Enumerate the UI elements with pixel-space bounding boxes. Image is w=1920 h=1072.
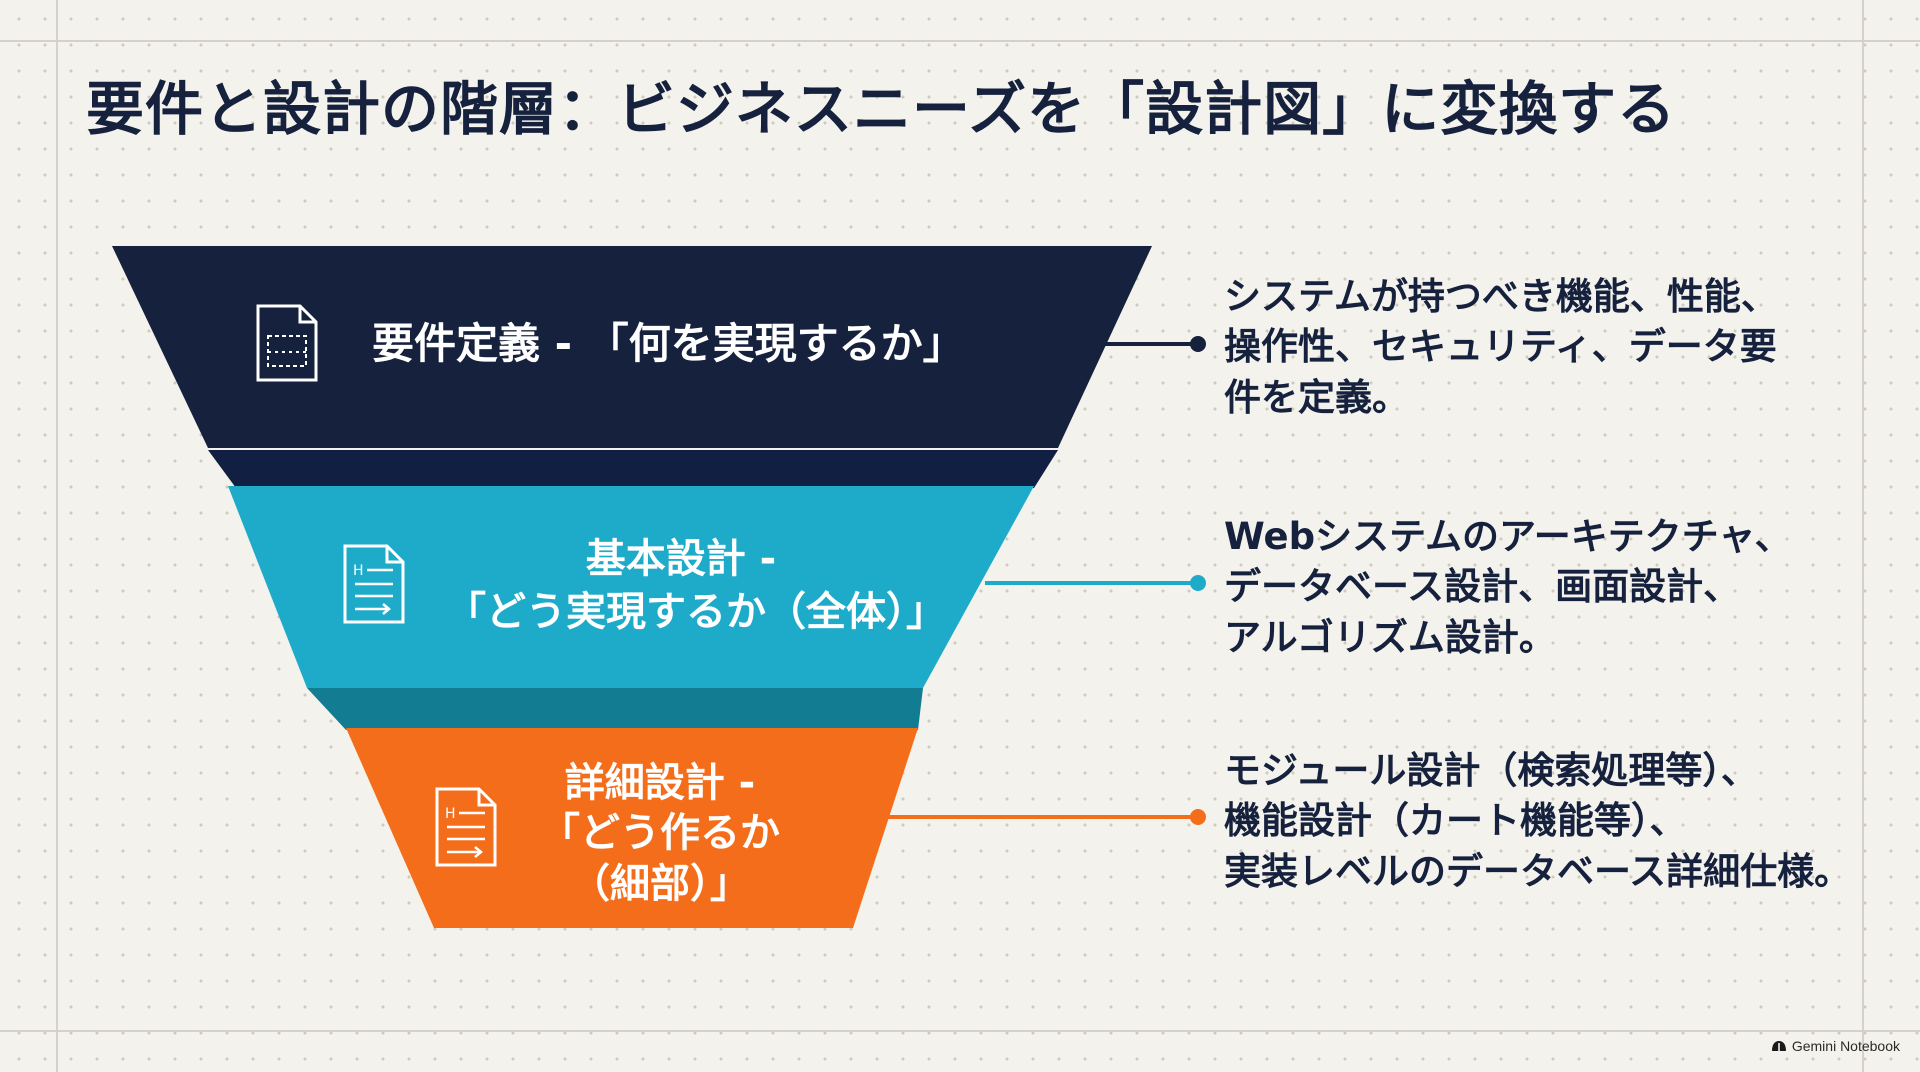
tier-1-description-line: 件を定義。 <box>1224 375 1409 419</box>
connector-dot-1 <box>1190 336 1206 352</box>
frame-line-top <box>0 40 1920 42</box>
tier-2-description-line: Webシステムのアーキテクチャ、 <box>1224 515 1792 558</box>
tier-3-label-line: 「どう作るか <box>540 810 780 857</box>
frame-line-left <box>56 0 58 1072</box>
frame-line-bottom <box>0 1030 1920 1032</box>
tier-1-description: システムが持つべき機能、性能、 操作性、セキュリティ、データ要 件を定義。 <box>1224 272 1778 423</box>
tier-3-description-line: モジュール設計（検索処理等）、 <box>1224 749 1758 792</box>
connector-dot-2 <box>1190 575 1206 591</box>
tier-3-description-line: 機能設計（カート機能等）、 <box>1224 799 1687 843</box>
tier-2-label-line: 基本設計 - <box>585 536 777 582</box>
tier-2-description-line: アルゴリズム設計。 <box>1224 615 1556 659</box>
spec-document-icon: H <box>343 544 405 624</box>
brand-name: Gemini Notebook <box>1791 1038 1900 1054</box>
page-title: 要件と設計の階層：ビジネスニーズを「設計図」に変換する <box>86 75 1677 143</box>
tier-2-label: 基本設計 - 「どう実現するか（全体）」 <box>446 533 946 639</box>
svg-text:H: H <box>353 563 364 579</box>
tier-1-label-line: 要件定義 - 「何を実現するか」 <box>372 319 965 368</box>
tier-2-description-line: データベース設計、画面設計、 <box>1224 565 1741 609</box>
tier-1-description-line: システムが持つべき機能、性能、 <box>1224 275 1778 318</box>
brand-badge: Gemini Notebook <box>1771 1038 1900 1054</box>
tier-3-label: 詳細設計 - 「どう作るか （細部）」 <box>520 758 800 909</box>
spec-document-icon: H <box>435 787 497 867</box>
notebook-logo-icon <box>1771 1041 1786 1051</box>
funnel-tier-2 <box>228 486 1034 688</box>
funnel-tier-3 <box>346 728 918 928</box>
funnel-shadow-band-2 <box>307 688 923 730</box>
tier-3-description: モジュール設計（検索処理等）、 機能設計（カート機能等）、 実装レベルのデータベ… <box>1224 746 1851 897</box>
tier-3-label-line: （細部）」 <box>570 860 750 907</box>
tier-1-label: 要件定義 - 「何を実現するか」 <box>372 316 965 371</box>
blueprint-document-icon <box>256 304 318 382</box>
tier-2-label-line: 「どう実現するか（全体）」 <box>446 588 946 635</box>
tier-3-label-line: 詳細設計 - <box>564 760 756 806</box>
svg-text:H: H <box>445 806 456 822</box>
tier-2-description: Webシステムのアーキテクチャ、 データベース設計、画面設計、 アルゴリズム設計… <box>1224 512 1792 663</box>
tier-3-description-line: 実装レベルのデータベース詳細仕様。 <box>1224 849 1852 893</box>
funnel-tier-1 <box>112 246 1152 448</box>
frame-line-right <box>1862 0 1864 1072</box>
connector-dot-3 <box>1190 809 1206 825</box>
tier-1-description-line: 操作性、セキュリティ、データ要 <box>1224 325 1777 369</box>
funnel-shadow-band-1 <box>208 450 1058 488</box>
